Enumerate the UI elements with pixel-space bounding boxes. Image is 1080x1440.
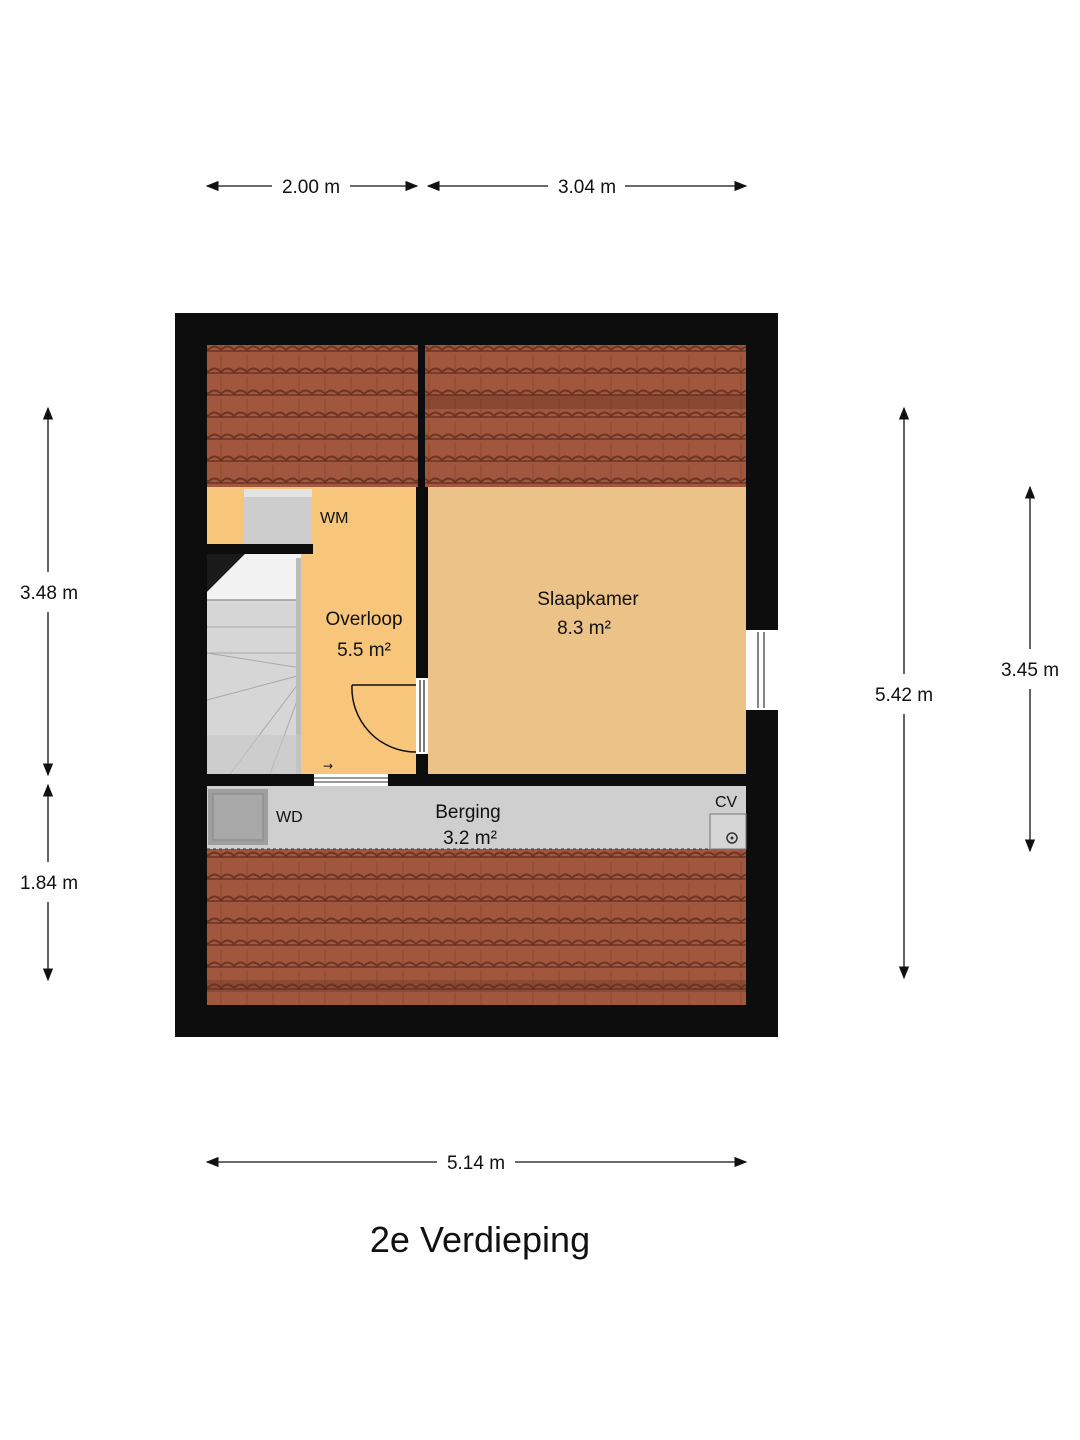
- washing-machine-top: [244, 489, 312, 497]
- slaapkamer-doorway: [416, 678, 428, 754]
- dimension-left-lower: 1.84 m: [20, 783, 78, 982]
- staircase: [206, 554, 302, 775]
- interior-wall-horizontal: [207, 774, 746, 786]
- dimension-right-outer-label: 3.45 m: [1001, 660, 1059, 681]
- berging-area: 3.2 m²: [443, 828, 497, 849]
- door-swing: [351, 684, 417, 753]
- dryer-label: WD: [276, 809, 303, 826]
- overloop-name: Overloop: [325, 609, 402, 630]
- dimension-top-left: 2.00 m: [205, 177, 419, 198]
- stair-partition-wall: [207, 544, 313, 554]
- berging-hatch: [314, 774, 388, 786]
- dimension-right-inner-label: 5.42 m: [875, 685, 933, 706]
- dimension-top-left-label: 2.00 m: [282, 177, 340, 198]
- slaapkamer-floor: [428, 487, 746, 774]
- dimension-left-upper-label: 3.48 m: [20, 583, 78, 604]
- slaapkamer-name: Slaapkamer: [537, 589, 639, 610]
- floor-title: 2e Verdieping: [370, 1219, 590, 1260]
- window-right: [746, 630, 778, 710]
- dimension-right-outer: 3.45 m: [1001, 485, 1059, 853]
- dimension-top-right: 3.04 m: [426, 177, 748, 198]
- dimension-top-right-label: 3.04 m: [558, 177, 616, 198]
- boiler-label: CV: [715, 794, 738, 811]
- hatch-arrow-icon: →: [323, 759, 333, 773]
- roof-top-left: [207, 345, 418, 487]
- overloop-area: 5.5 m²: [337, 640, 391, 661]
- dimension-left-upper: 3.48 m: [20, 406, 78, 777]
- berging-name: Berging: [435, 802, 501, 823]
- dimension-bottom-label: 5.14 m: [447, 1153, 505, 1174]
- washing-machine: [244, 489, 312, 544]
- dimension-bottom: 5.14 m: [205, 1153, 748, 1174]
- slaapkamer-area: 8.3 m²: [557, 618, 611, 639]
- roof-ridge-shade: [425, 395, 746, 409]
- dimension-left-lower-label: 1.84 m: [20, 873, 78, 894]
- roof-bottom: [207, 849, 746, 1005]
- boiler: [709, 813, 747, 850]
- berging-floor: [207, 786, 746, 849]
- dimension-right-inner: 5.42 m: [875, 406, 933, 980]
- roof-top-right: [425, 345, 746, 487]
- washing-machine-label: WM: [320, 510, 348, 527]
- roof-bottom-shade: [207, 980, 746, 992]
